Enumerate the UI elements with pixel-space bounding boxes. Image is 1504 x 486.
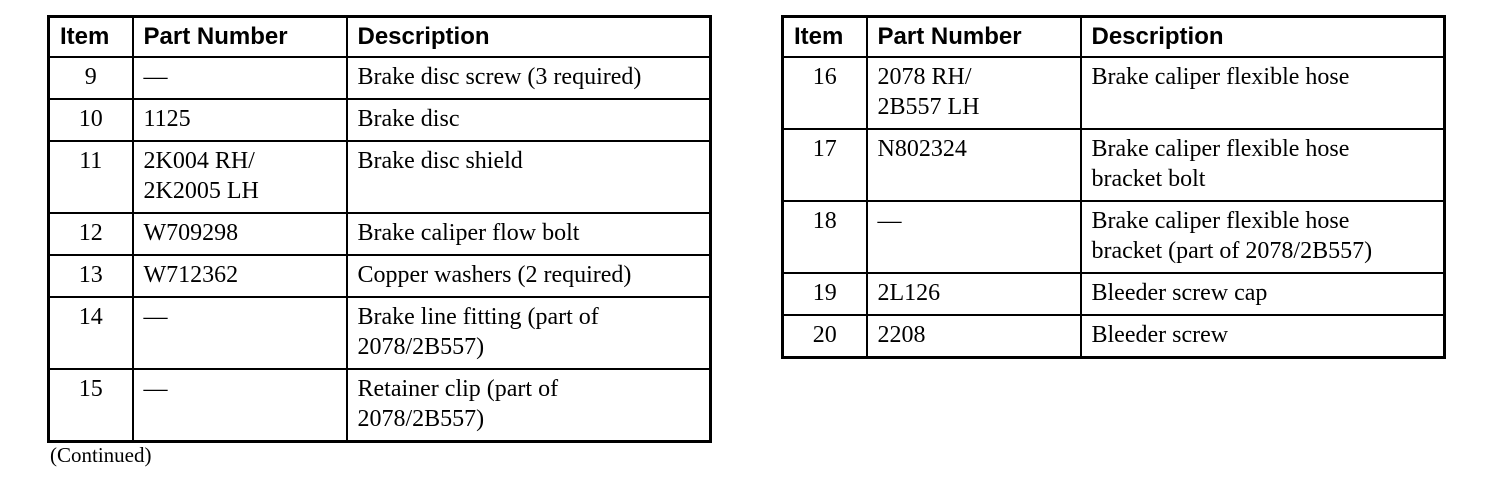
- item-cell: 20: [781, 314, 868, 359]
- column-header: Item: [781, 15, 868, 58]
- item-cell: 13: [47, 254, 134, 298]
- column-header: Item: [47, 15, 134, 58]
- description-cell: Brake line fitting (part of 2078/2B557): [345, 296, 712, 370]
- description-cell: Brake caliper flexible hose bracket (par…: [1079, 200, 1446, 274]
- description-cell: Bleeder screw: [1079, 314, 1446, 359]
- column-header: Description: [345, 15, 712, 58]
- part-number-cell: W709298: [131, 212, 348, 256]
- description-cell: Bleeder screw cap: [1079, 272, 1446, 316]
- item-cell: 11: [47, 140, 134, 214]
- item-cell: 17: [781, 128, 868, 202]
- continued-note: (Continued): [50, 443, 152, 467]
- table-row: 14—Brake line fitting (part of 2078/2B55…: [47, 296, 712, 370]
- column-header: Description: [1079, 15, 1446, 58]
- part-number-cell: W712362: [131, 254, 348, 298]
- description-cell: Brake disc shield: [345, 140, 712, 214]
- item-cell: 14: [47, 296, 134, 370]
- column-header: Part Number: [131, 15, 348, 58]
- item-cell: 9: [47, 56, 134, 100]
- description-cell: Brake caliper flexible hose bracket bolt: [1079, 128, 1446, 202]
- part-number-cell: N802324: [865, 128, 1082, 202]
- item-cell: 18: [781, 200, 868, 274]
- part-number-cell: —: [131, 368, 348, 443]
- table-row: 9—Brake disc screw (3 required): [47, 56, 712, 100]
- item-cell: 10: [47, 98, 134, 142]
- part-number-cell: —: [865, 200, 1082, 274]
- item-cell: 16: [781, 56, 868, 130]
- part-number-cell: 1125: [131, 98, 348, 142]
- description-cell: Brake caliper flexible hose: [1079, 56, 1446, 130]
- table-row: 18—Brake caliper flexible hose bracket (…: [781, 200, 1446, 274]
- part-number-cell: —: [131, 296, 348, 370]
- part-number-cell: 2K004 RH/ 2K2005 LH: [131, 140, 348, 214]
- column-header: Part Number: [865, 15, 1082, 58]
- item-cell: 15: [47, 368, 134, 443]
- part-number-cell: 2078 RH/ 2B557 LH: [865, 56, 1082, 130]
- part-number-cell: 2L126: [865, 272, 1082, 316]
- table-row: 15—Retainer clip (part of 2078/2B557): [47, 368, 712, 443]
- description-cell: Copper washers (2 required): [345, 254, 712, 298]
- item-cell: 19: [781, 272, 868, 316]
- part-number-cell: 2208: [865, 314, 1082, 359]
- description-cell: Brake disc screw (3 required): [345, 56, 712, 100]
- description-cell: Brake caliper flow bolt: [345, 212, 712, 256]
- item-cell: 12: [47, 212, 134, 256]
- description-cell: Brake disc: [345, 98, 712, 142]
- part-number-cell: —: [131, 56, 348, 100]
- description-cell: Retainer clip (part of 2078/2B557): [345, 368, 712, 443]
